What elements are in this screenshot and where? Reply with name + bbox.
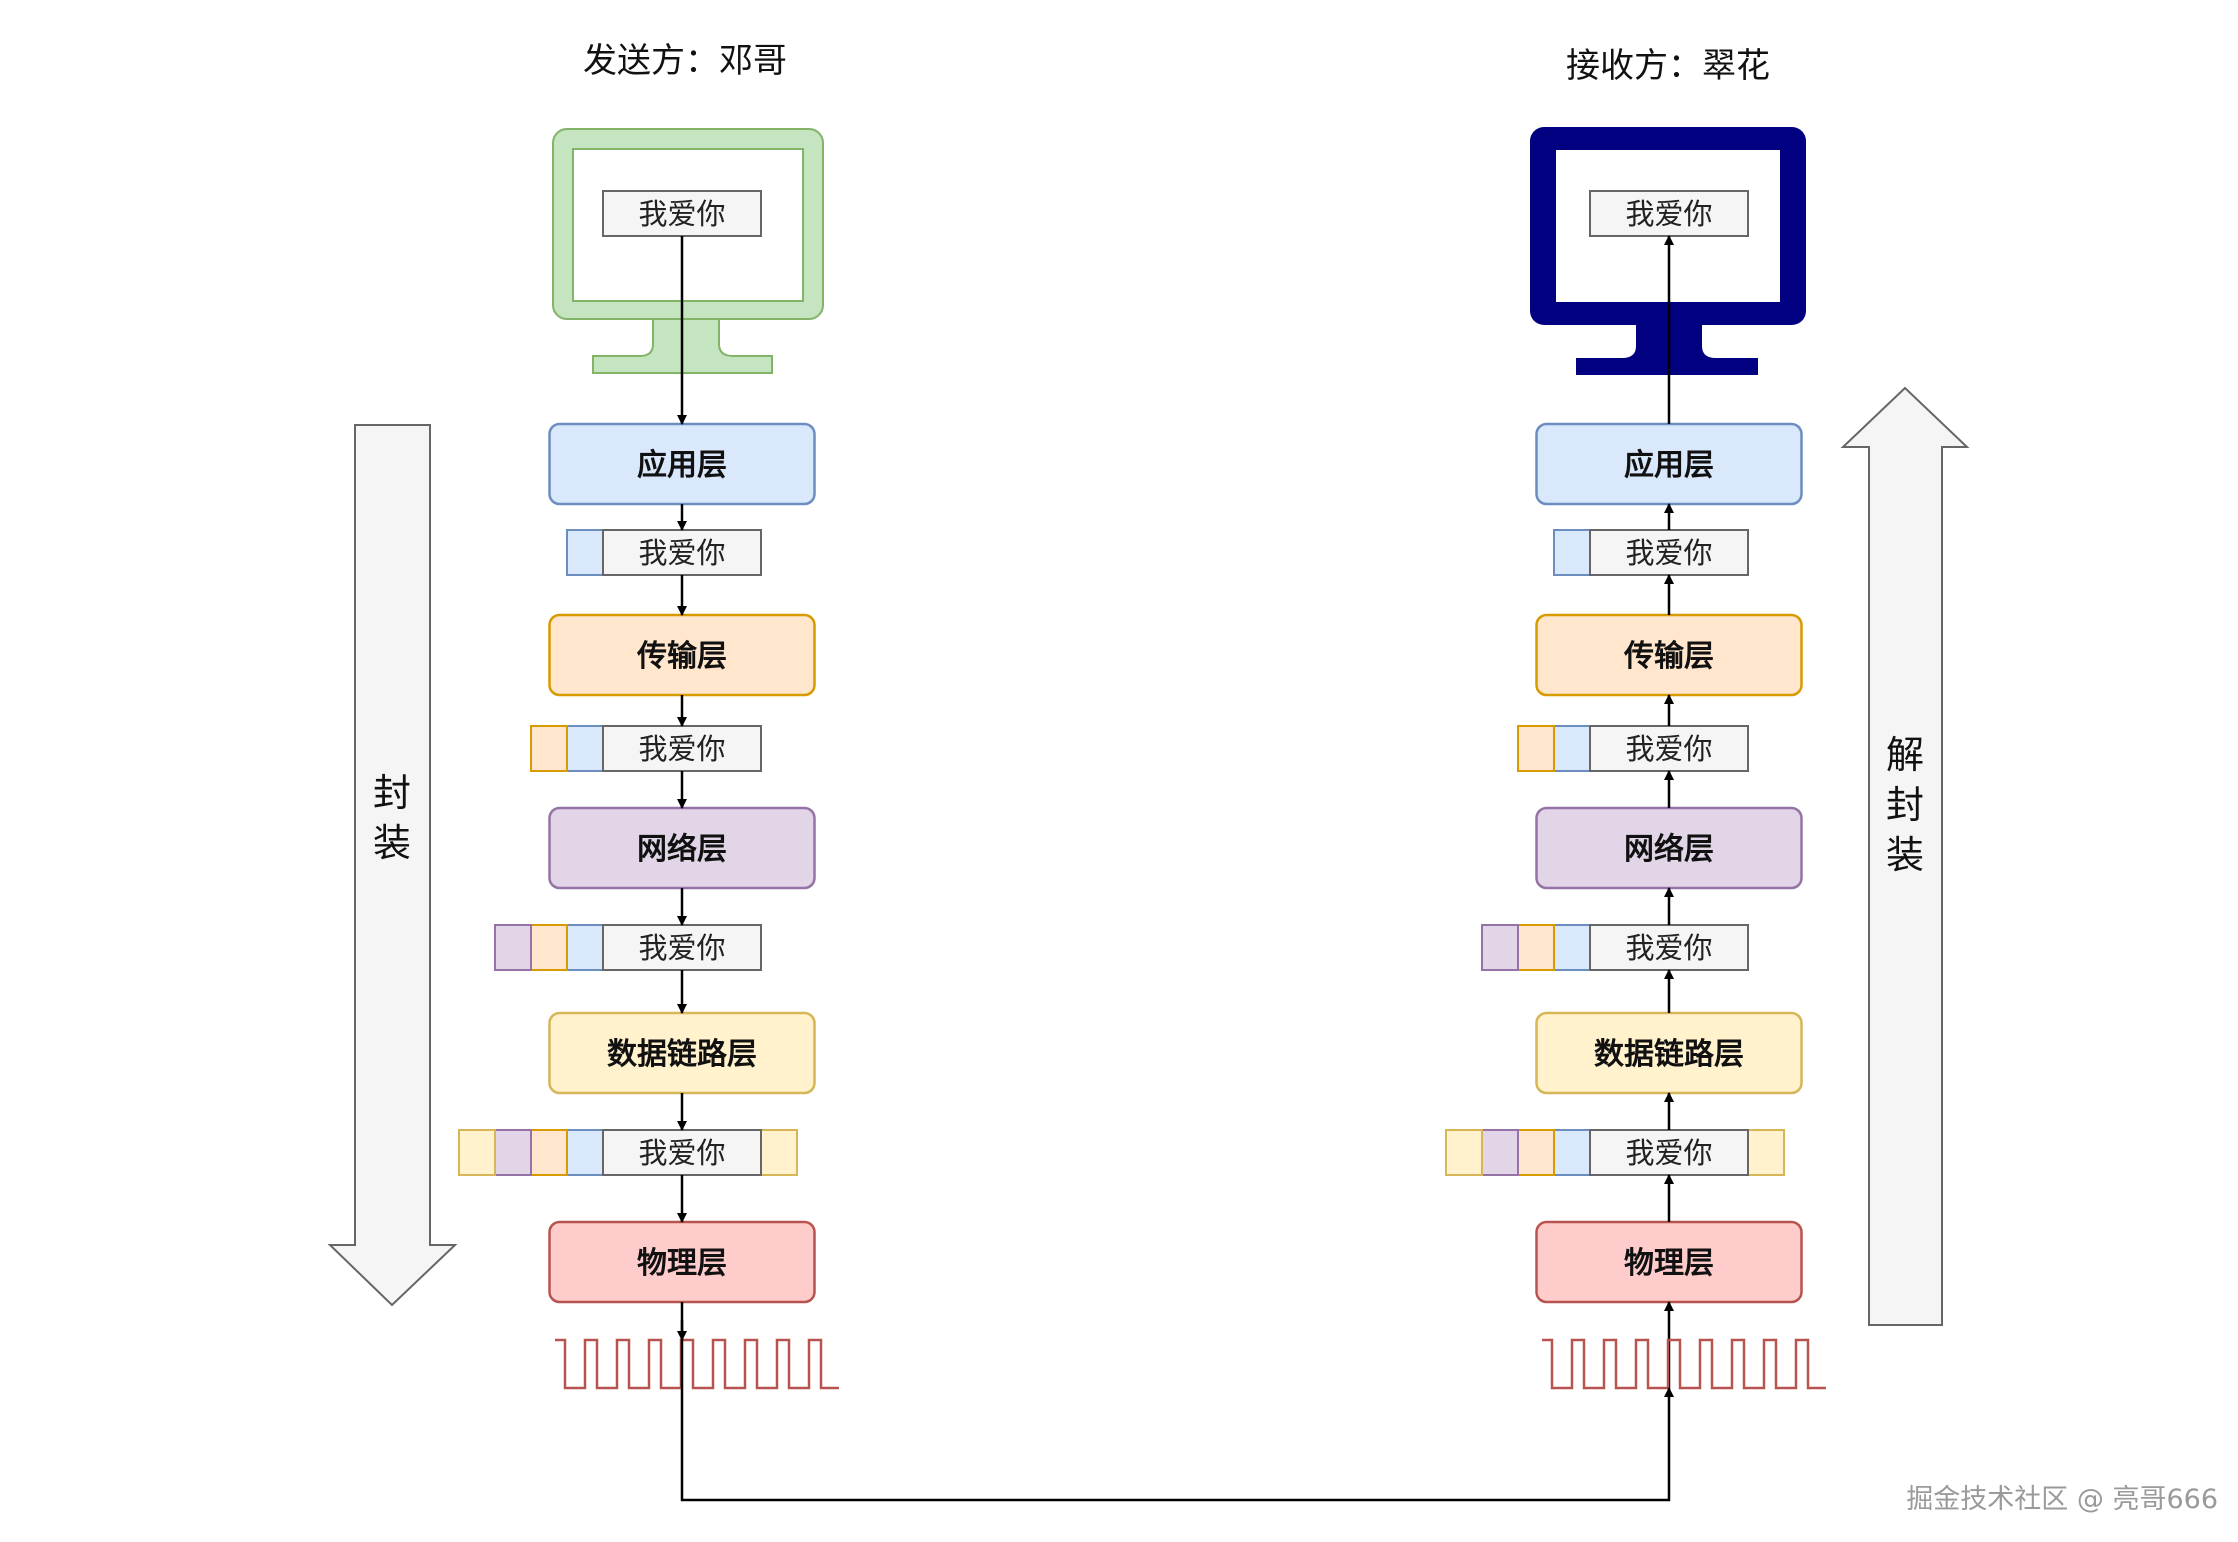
receiver-packet: 我爱你 (1517, 725, 1749, 772)
receiver-layer-datalink: 数据链路层 (1535, 1011, 1803, 1095)
receiver-header-network (1481, 1129, 1519, 1176)
sender-payload-text: 我爱你 (638, 1136, 725, 1170)
receiver-header-datalink (1445, 1129, 1483, 1176)
receiver-packet: 我爱你 (1553, 529, 1749, 576)
receiver-layer-application: 应用层 (1535, 422, 1803, 506)
sender-layer-label: 应用层 (637, 448, 727, 483)
sender-payload-text: 我爱你 (638, 732, 725, 766)
receiver-layer-label: 数据链路层 (1594, 1037, 1744, 1072)
sender-header-application (566, 529, 604, 576)
sender-title: 发送方：邓哥 (583, 41, 787, 81)
receiver-payload-text: 我爱你 (1625, 1136, 1712, 1170)
sender-packet: 我爱你 (494, 924, 762, 971)
sender-header-transport (530, 924, 568, 971)
sender-packet: 我爱你 (458, 1129, 798, 1176)
flow-arrows (677, 235, 1674, 1388)
receiver-payload (1589, 529, 1749, 576)
sender-packet: 我爱你 (530, 725, 762, 772)
sender-payload (602, 725, 762, 772)
receiver-payload-text: 我爱你 (1625, 732, 1712, 766)
sender-signal-wave (555, 1338, 839, 1390)
receiver-layer-label: 物理层 (1624, 1246, 1714, 1281)
receiver-packet: 我爱你 (1481, 924, 1749, 971)
receiver-header-application (1553, 725, 1591, 772)
receiver-screen-text: 我爱你 (1625, 197, 1712, 231)
decapsulate-label: 解封装 (1886, 733, 1924, 877)
transmission-link (680, 1320, 1674, 1502)
sender-layer-label: 传输层 (636, 639, 727, 674)
receiver-header-transport (1517, 1129, 1555, 1176)
sender-layer-label: 物理层 (637, 1246, 727, 1281)
sender-payload (602, 1129, 762, 1176)
sender-header-datalink (458, 1129, 496, 1176)
receiver-layer-label: 网络层 (1624, 832, 1714, 867)
sender-layer-network: 网络层 (548, 806, 816, 890)
receiver-layer-network: 网络层 (1535, 806, 1803, 890)
sender-layer-label: 数据链路层 (607, 1037, 757, 1072)
sender-header-application (566, 725, 604, 772)
sender-payload (602, 924, 762, 971)
sender-layer-physical: 物理层 (548, 1220, 816, 1304)
encapsulate-arrow: 封装 (327, 424, 458, 1307)
receiver-header-application (1553, 529, 1591, 576)
receiver-screen-message: 我爱你 (1589, 190, 1749, 237)
sender-payload-text: 我爱你 (638, 536, 725, 570)
sender-trailer-datalink (760, 1129, 798, 1176)
sender-header-transport (530, 725, 568, 772)
encapsulate-label: 封装 (373, 771, 411, 865)
receiver-trailer-datalink (1747, 1129, 1785, 1176)
sender-header-transport (530, 1129, 568, 1176)
receiver-layer-physical: 物理层 (1535, 1220, 1803, 1304)
receiver-title: 接收方：翠花 (1566, 46, 1770, 86)
sender-layer-application: 应用层 (548, 422, 816, 506)
receiver-header-application (1553, 1129, 1591, 1176)
sender-layer-label: 网络层 (637, 832, 727, 867)
sender-screen-message: 我爱你 (602, 190, 762, 237)
decapsulate-arrow: 解封装 (1840, 386, 1970, 1326)
receiver-monitor-icon (1530, 127, 1806, 375)
sender-header-network (494, 924, 532, 971)
receiver-header-transport (1517, 725, 1555, 772)
sender-layer-datalink: 数据链路层 (548, 1011, 816, 1095)
watermark: 掘金技术社区 @ 亮哥666 (1906, 1484, 2218, 1515)
sender-screen-text: 我爱你 (638, 197, 725, 231)
receiver-header-network (1481, 924, 1519, 971)
sender-payload-text: 我爱你 (638, 931, 725, 965)
sender-header-application (566, 1129, 604, 1176)
receiver-header-application (1553, 924, 1591, 971)
receiver-header-transport (1517, 924, 1555, 971)
sender-packet: 我爱你 (566, 529, 762, 576)
receiver-payload-text: 我爱你 (1625, 536, 1712, 570)
receiver-packet: 我爱你 (1445, 1129, 1785, 1176)
receiver-layer-label: 传输层 (1623, 639, 1714, 674)
sender-monitor-icon (552, 128, 824, 374)
sender-header-application (566, 924, 604, 971)
receiver-payload (1589, 924, 1749, 971)
receiver-payload-text: 我爱你 (1625, 931, 1712, 965)
receiver-signal-wave (1542, 1338, 1826, 1390)
sender-layer-transport: 传输层 (548, 613, 816, 697)
receiver-layer-transport: 传输层 (1535, 613, 1803, 697)
receiver-layer-label: 应用层 (1624, 448, 1714, 483)
sender-header-network (494, 1129, 532, 1176)
